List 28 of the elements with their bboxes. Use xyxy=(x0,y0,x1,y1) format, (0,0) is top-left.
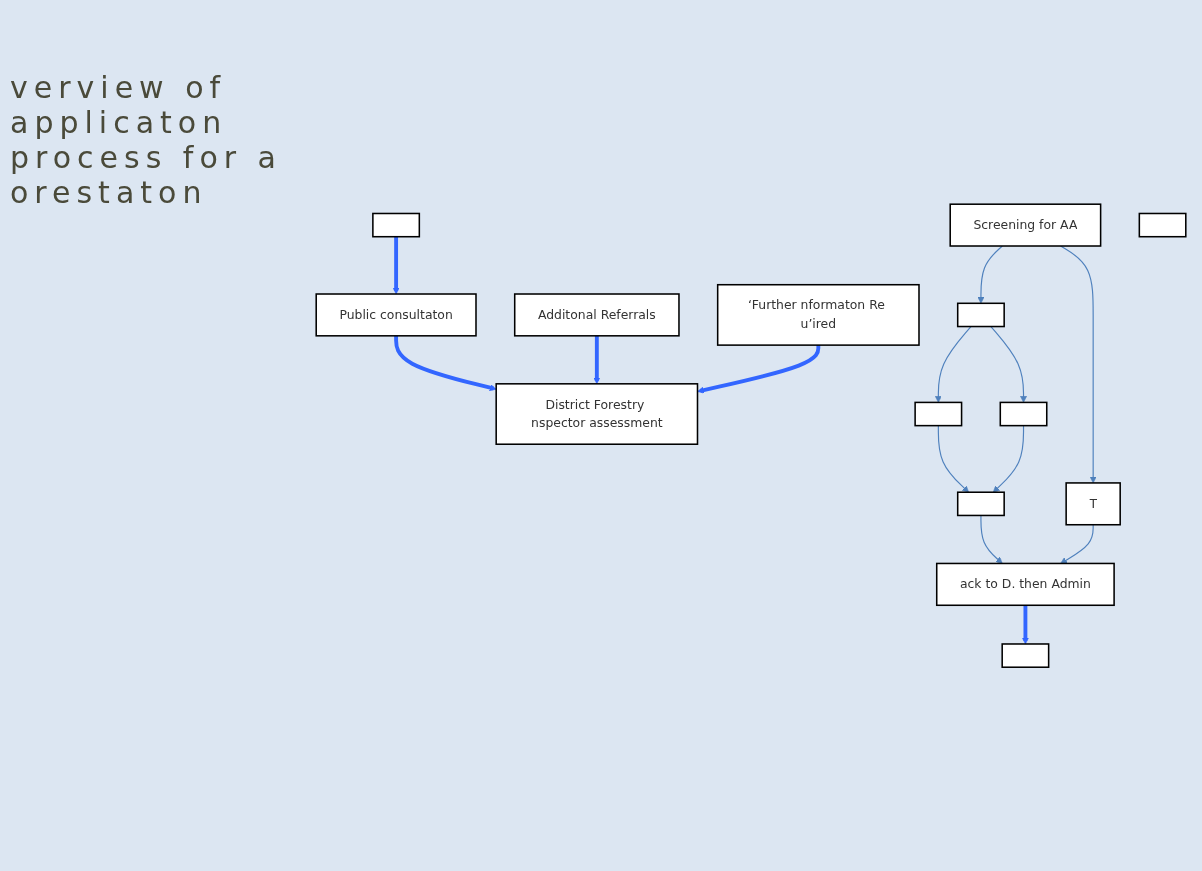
node-box xyxy=(1138,212,1187,238)
node-box: Additonal Referrals xyxy=(513,293,680,337)
node-box xyxy=(1001,643,1050,668)
arrow xyxy=(392,236,400,295)
node-box: T xyxy=(1065,481,1121,526)
arrow xyxy=(992,424,1025,493)
arrow xyxy=(937,424,969,493)
diagram-title: verview of applicaton process for a orestaton xyxy=(10,69,283,212)
node-box xyxy=(999,401,1048,427)
arrow xyxy=(1060,523,1094,564)
node-box: ack to D. then Admin xyxy=(935,562,1115,606)
node-box: Screening for AA xyxy=(949,203,1102,247)
arrow xyxy=(593,335,601,384)
node-box: ‘Further nformaton Re u’ired xyxy=(716,283,920,346)
node-box: District Forestry nspector assessment xyxy=(495,382,699,445)
arrow xyxy=(934,325,972,403)
arrow xyxy=(697,344,821,394)
arrow xyxy=(990,325,1027,403)
arrow xyxy=(980,514,1003,564)
node-box: Public consultaton xyxy=(315,293,477,337)
node-box xyxy=(372,212,421,238)
arrow xyxy=(1060,245,1097,484)
arrow xyxy=(394,335,497,391)
node-box xyxy=(956,302,1005,328)
arrow xyxy=(1022,605,1029,645)
node-box xyxy=(956,491,1005,517)
node-box xyxy=(914,401,963,427)
arrow xyxy=(977,245,1003,304)
